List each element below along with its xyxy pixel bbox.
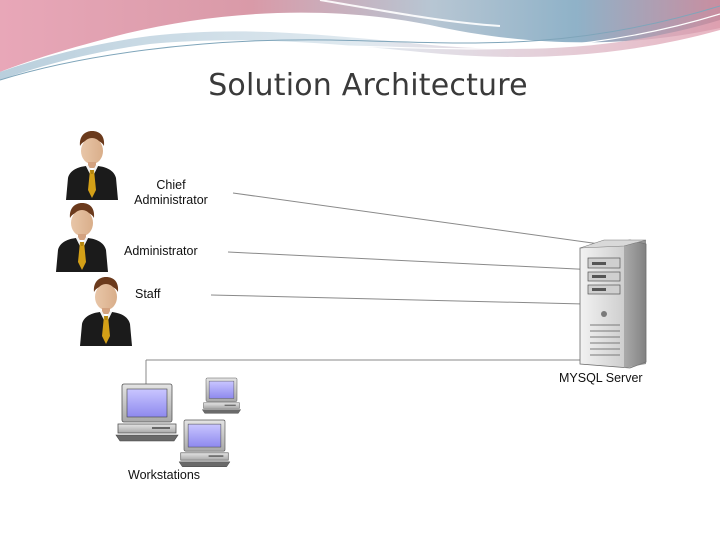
person-icon-administrator (45, 202, 131, 284)
desktop-computer-icon-3 (178, 419, 231, 468)
label-chief-line1: Chief (156, 178, 186, 192)
server-tower-icon (579, 239, 647, 369)
label-administrator: Administrator (124, 244, 198, 258)
label-workstations: Workstations (128, 468, 201, 482)
label-staff: Staff (135, 287, 161, 301)
page-title: Solution Architecture (208, 68, 528, 103)
connector-admin-server (227, 251, 598, 271)
label-mysql-server: MYSQL Server (559, 371, 643, 385)
connector-lines (145, 192, 615, 388)
connector-staff-server (210, 294, 585, 305)
label-chief-administrator: Chief Administrator (128, 178, 214, 208)
connector-chief-server (232, 192, 615, 247)
desktop-computer-icon-2 (201, 377, 242, 414)
label-chief-line2: Administrator (134, 193, 208, 207)
header-banner (0, 0, 720, 85)
desktop-computer-icon-1 (115, 383, 179, 442)
